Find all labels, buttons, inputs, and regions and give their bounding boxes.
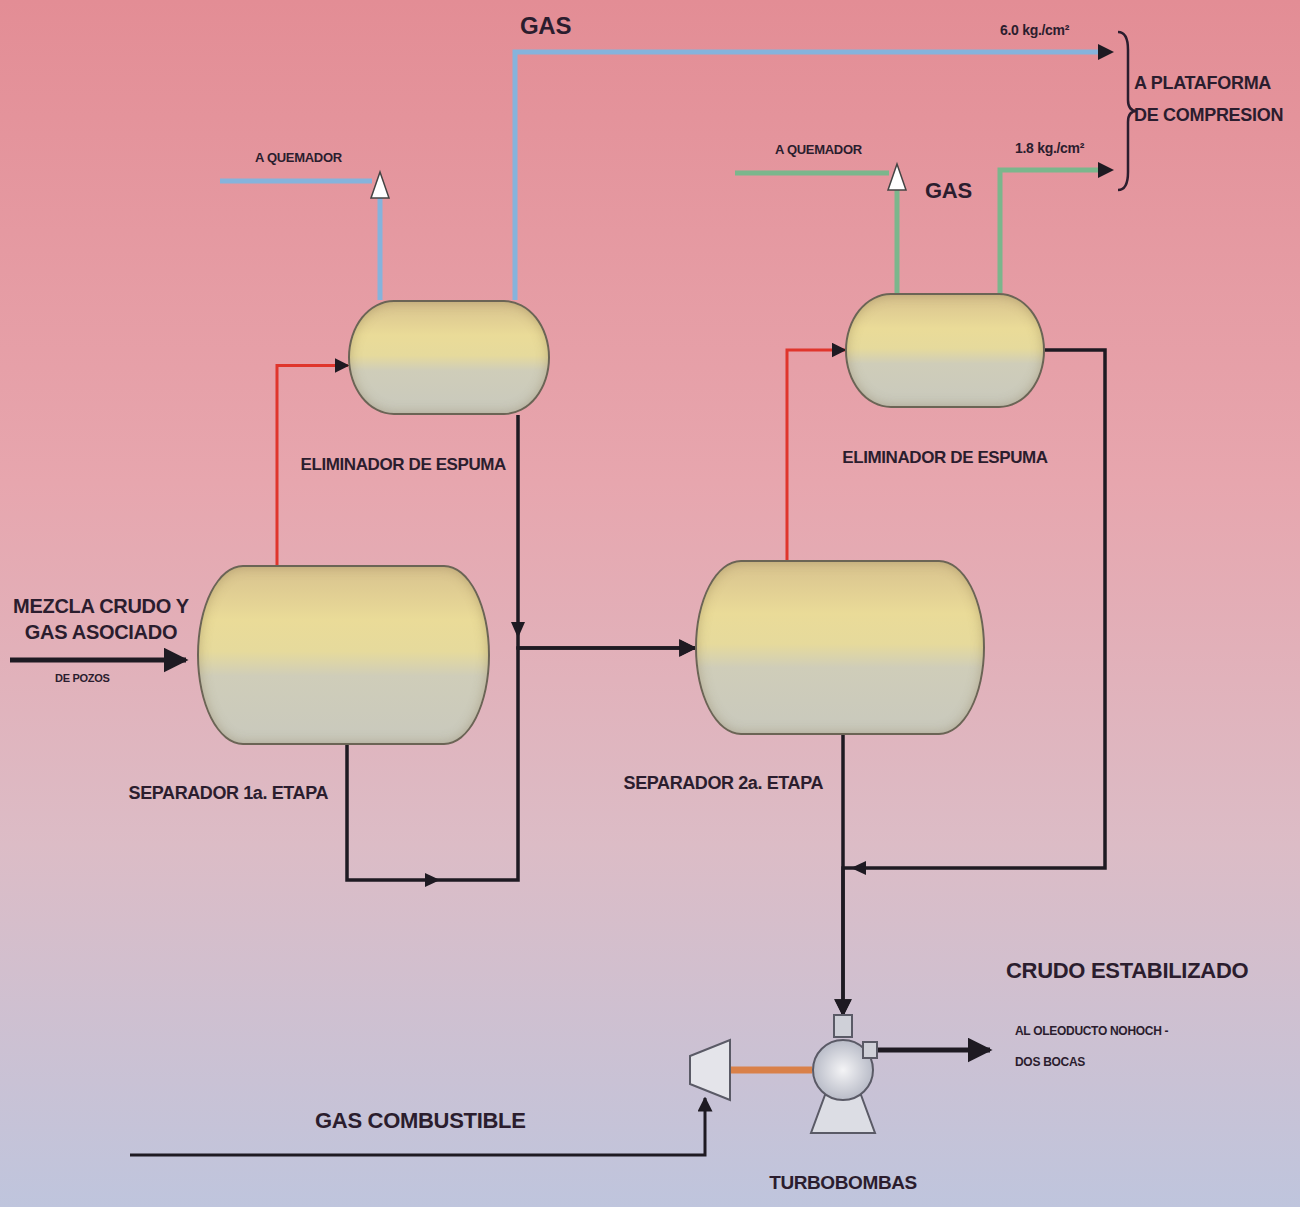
flare-pipe (220, 179, 372, 184)
inlet-note: DE POZOS (55, 672, 109, 685)
relief-valve (888, 164, 906, 190)
flare-pipe (735, 171, 889, 176)
flare-label: A QUEMADOR (775, 142, 862, 158)
separator-vessel: SEPARADOR 1a. ETAPA (197, 565, 490, 745)
pump-symbol (803, 1015, 883, 1140)
vessel-label: ELIMINADOR DE ESPUMA (301, 455, 506, 475)
gas-label: GAS (520, 12, 571, 41)
gas-label: GAS (925, 178, 972, 204)
flare-pipe (895, 190, 900, 293)
inlet-label: MEZCLA CRUDO Y GAS ASOCIADO (6, 593, 196, 645)
arrowhead (1098, 162, 1114, 178)
foam-eliminator: ELIMINADOR DE ESPUMA (348, 300, 550, 415)
gas-turbine (690, 1040, 730, 1100)
output-pipe (876, 1048, 990, 1053)
inlet-pipe (10, 658, 186, 663)
liquid-line (518, 415, 695, 648)
gas-pipe (515, 52, 1100, 300)
vessel-label: ELIMINADOR DE ESPUMA (842, 448, 1047, 468)
pump-nozzle (834, 1015, 852, 1037)
gas-pipe (1000, 170, 1100, 293)
vessel-label: SEPARADOR 1a. ETAPA (129, 783, 328, 804)
arrowhead (1098, 44, 1114, 60)
liquid-line (841, 735, 845, 1015)
flare-pipe (378, 196, 383, 300)
destination-label: A PLATAFORMA DE COMPRESION (1134, 68, 1296, 131)
pressure-label: 1.8 kg./cm² (1015, 140, 1084, 157)
turbine-shaft (728, 1067, 812, 1074)
vessel-label: TURBOBOMBAS (769, 1172, 917, 1194)
fuel-label: GAS COMBUSTIBLE (315, 1108, 526, 1134)
destination-label: AL OLEODUCTO NOHOCH - DOS BOCAS (1015, 1016, 1180, 1078)
relief-valve (371, 172, 389, 198)
product-label: CRUDO ESTABILIZADO (1006, 958, 1248, 984)
turbo-pump: TURBOBOMBAS (803, 1015, 883, 1140)
vapor-line (787, 350, 845, 560)
separator-vessel: SEPARADOR 2a. ETAPA (695, 560, 985, 735)
fuel-gas-pipe (130, 1098, 705, 1155)
vessel-label: SEPARADOR 2a. ETAPA (624, 773, 823, 794)
pump-outlet (863, 1042, 877, 1058)
foam-eliminator: ELIMINADOR DE ESPUMA (845, 293, 1045, 408)
pressure-label: 6.0 kg./cm² (1000, 22, 1069, 39)
flare-label: A QUEMADOR (255, 150, 342, 166)
